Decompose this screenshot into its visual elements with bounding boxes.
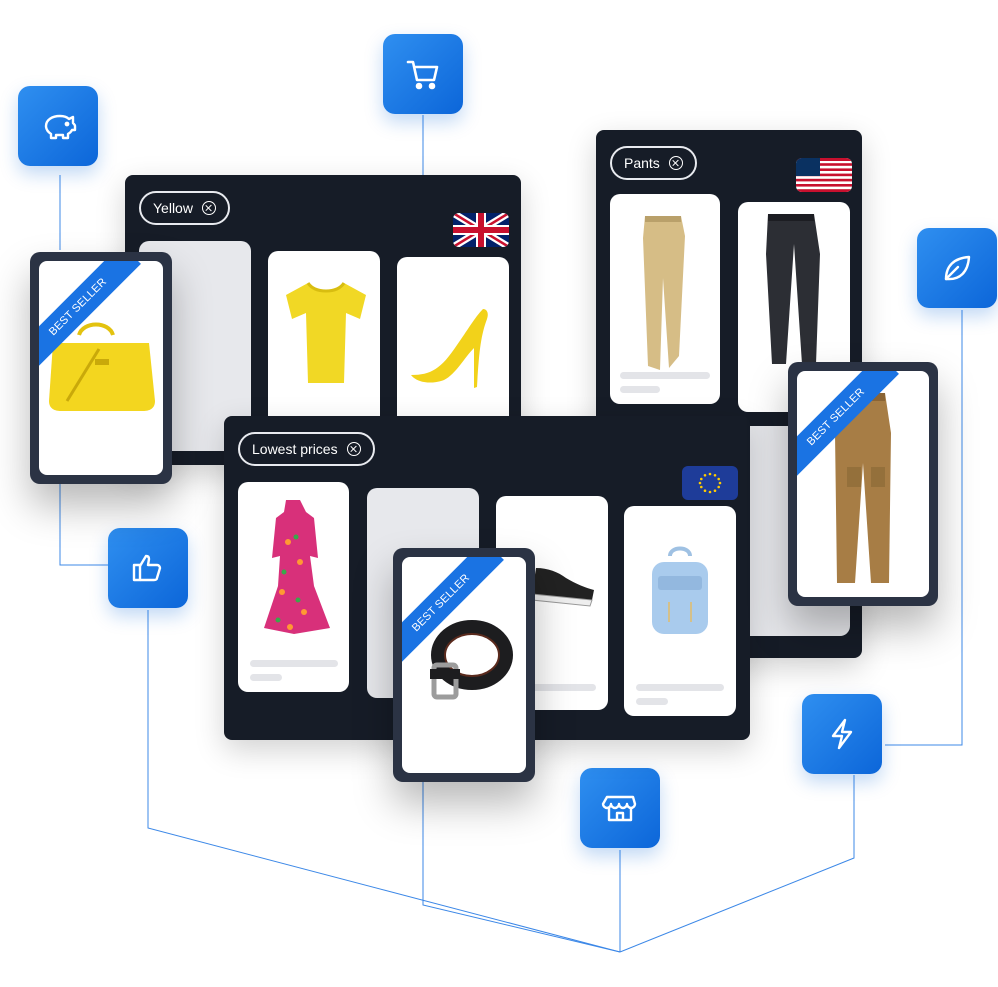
black-belt-image: [430, 620, 513, 700]
best-seller-card-belt[interactable]: BEST SELLER: [393, 548, 535, 782]
best-seller-card-bag[interactable]: BEST SELLER: [30, 252, 172, 484]
yellow-heels-image: [411, 309, 488, 388]
filter-chip-lowest-prices[interactable]: Lowest prices: [238, 432, 375, 466]
black-sneaker-image: [531, 568, 594, 607]
product-card[interactable]: [610, 194, 720, 404]
piggy-bank-icon[interactable]: [18, 86, 98, 166]
store-icon[interactable]: [580, 768, 660, 848]
product-card[interactable]: [624, 506, 736, 716]
filter-chip-label: Yellow: [153, 200, 193, 216]
filter-chip-label: Lowest prices: [252, 441, 338, 457]
pants-black-image: [766, 214, 820, 364]
product-card[interactable]: [238, 482, 349, 692]
close-icon[interactable]: [346, 442, 361, 456]
pink-dress-image: [264, 500, 330, 634]
blue-backpack-image: [652, 546, 708, 634]
eu-flag: [682, 466, 738, 500]
lightning-icon[interactable]: [802, 694, 882, 774]
close-icon[interactable]: [201, 201, 216, 215]
yellow-tshirt-image: [286, 282, 366, 383]
pants-khaki-image: [643, 216, 685, 370]
best-seller-card-pants[interactable]: BEST SELLER: [788, 362, 938, 606]
filter-chip-label: Pants: [624, 155, 660, 171]
filter-chip-yellow[interactable]: Yellow: [139, 191, 230, 225]
cart-icon[interactable]: [383, 34, 463, 114]
leaf-icon[interactable]: [917, 228, 997, 308]
close-icon[interactable]: [668, 156, 683, 170]
us-flag: [796, 158, 852, 192]
filter-chip-pants[interactable]: Pants: [610, 146, 697, 180]
uk-flag: [453, 213, 509, 247]
thumbs-up-icon[interactable]: [108, 528, 188, 608]
yellow-handbag-image: [49, 322, 155, 411]
